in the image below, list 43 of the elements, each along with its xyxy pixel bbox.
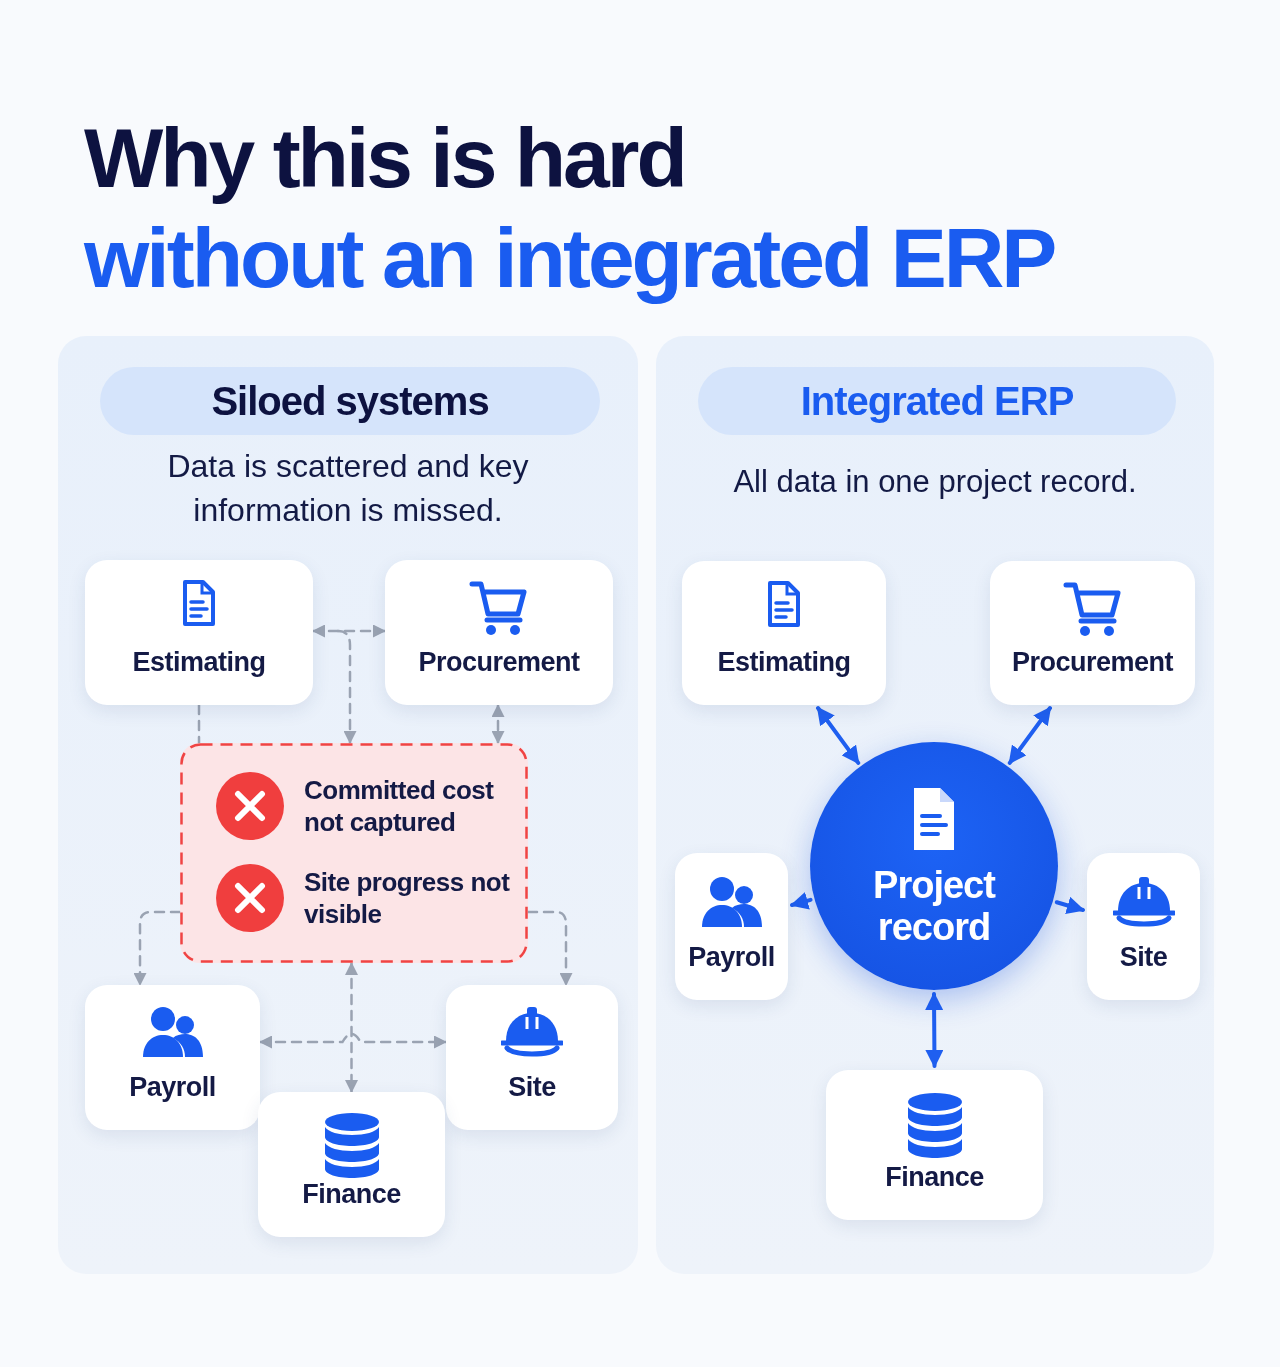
panel-subtitle: Data is scattered and key information is missed. <box>166 447 530 530</box>
system-card <box>675 853 788 1000</box>
warning-text: Committed cost not captured <box>304 774 495 838</box>
card-label: Procurement <box>1010 647 1175 678</box>
connector-arrow <box>133 910 182 987</box>
system-card <box>385 560 613 705</box>
card-label: Estimating <box>131 647 267 678</box>
warning-box <box>180 743 528 963</box>
panel-heading: Siloed systems <box>100 367 600 435</box>
warning-text: Site progress not visible <box>304 866 511 930</box>
system-card <box>446 985 618 1130</box>
panel-subtitle: All data in one project record. <box>732 463 1138 501</box>
system-card <box>258 1092 445 1237</box>
title: Why this is hard without an integrated ERP <box>84 110 1056 307</box>
connector-arrow <box>526 910 573 987</box>
connector-arrow <box>816 706 861 765</box>
card-label: Procurement <box>417 647 581 678</box>
card-label: Finance <box>301 1179 402 1210</box>
connector-arrow <box>311 624 387 638</box>
system-card <box>826 1070 1043 1220</box>
connector-arrow <box>336 629 357 745</box>
system-card <box>682 561 886 705</box>
system-card <box>990 561 1195 705</box>
card-label: Site <box>1118 942 1169 973</box>
connector-arrow <box>345 961 358 1094</box>
card-label: Payroll <box>687 942 776 973</box>
connector-arrow <box>258 1032 448 1049</box>
card-label: Site <box>507 1072 557 1103</box>
panel-background <box>58 336 638 1274</box>
panel-heading: Integrated ERP <box>698 367 1176 435</box>
system-card <box>85 985 260 1130</box>
system-card <box>1087 853 1200 1000</box>
system-card <box>85 560 313 705</box>
connector-arrow <box>491 703 505 745</box>
connector-arrow <box>925 992 944 1068</box>
hub-label: Project record <box>872 864 997 948</box>
panel-background <box>656 336 1214 1274</box>
connector-arrow <box>1007 706 1052 765</box>
connector-arrow <box>790 892 813 910</box>
card-label: Payroll <box>128 1072 217 1103</box>
connector-arrow <box>1054 896 1085 915</box>
card-label: Estimating <box>716 647 852 678</box>
card-label: Finance <box>884 1162 985 1193</box>
